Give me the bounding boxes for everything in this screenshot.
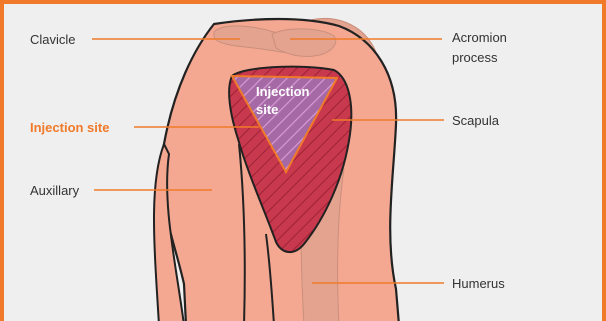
clavicle-label: Clavicle [30,32,76,47]
injection-site-label: Injection site [30,120,109,135]
scapula-label: Scapula [452,113,500,128]
acromion-label-line1: Acromion [452,30,507,45]
acromion-label-line2: process [452,50,498,65]
injection-zone-label-line1: Injection [256,84,310,99]
shoulder-anatomy-diagram: Clavicle Acromion process Injection site… [4,4,606,321]
humerus-label: Humerus [452,276,505,291]
injection-zone-label-line2: site [256,102,278,117]
auxillary-label: Auxillary [30,183,80,198]
